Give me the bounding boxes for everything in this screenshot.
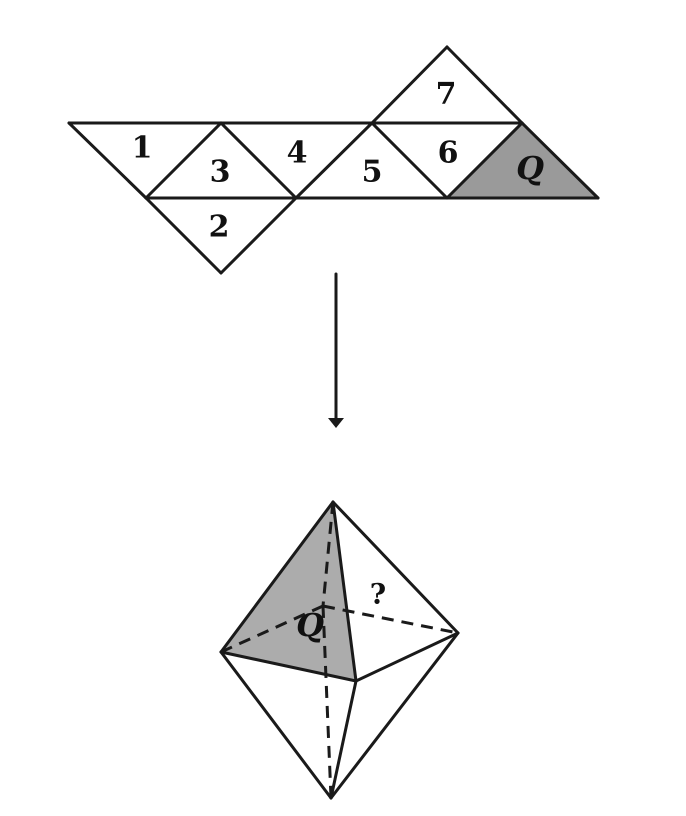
net-edge [219, 121, 298, 200]
net-label-6: 6 [438, 136, 459, 171]
net-label-4: 4 [287, 136, 308, 171]
net-edge [219, 196, 298, 275]
visible-edge [219, 650, 358, 683]
visible-edge [329, 631, 460, 800]
visible-edge [329, 679, 358, 800]
hidden-edge [321, 501, 335, 607]
visible-edge [331, 500, 358, 683]
net-edge [445, 45, 524, 125]
hidden-edge [321, 605, 333, 799]
fold-arrow [328, 272, 344, 428]
octahedron-solid: Q ? [219, 500, 460, 800]
solid-face-q [221, 502, 356, 681]
net-edge [445, 121, 524, 200]
net-label-3: 3 [210, 155, 231, 190]
octahedron-net: 1 2 3 4 5 6 7 Q [67, 45, 600, 275]
net-edges [67, 45, 600, 275]
visible-edge [219, 500, 335, 654]
net-label-1: 1 [132, 131, 153, 166]
visible-edges [219, 500, 460, 800]
net-label-q: Q [516, 149, 544, 187]
visible-edge [354, 631, 460, 683]
net-edge [370, 121, 449, 200]
net-edge [144, 196, 223, 275]
net-edge [520, 121, 600, 200]
visible-edge [331, 500, 460, 635]
net-edge [370, 45, 449, 125]
net-label-7: 7 [436, 77, 457, 112]
net-edge [67, 121, 148, 200]
arrow-head [328, 418, 344, 428]
net-edge [294, 121, 374, 200]
visible-edge [219, 650, 333, 800]
net-label-5: 5 [362, 155, 383, 190]
net-face-q [447, 123, 598, 198]
solid-label-q: Q [296, 606, 324, 644]
net-edge [144, 121, 223, 200]
solid-label-unknown: ? [370, 578, 386, 611]
net-label-2: 2 [209, 210, 230, 245]
